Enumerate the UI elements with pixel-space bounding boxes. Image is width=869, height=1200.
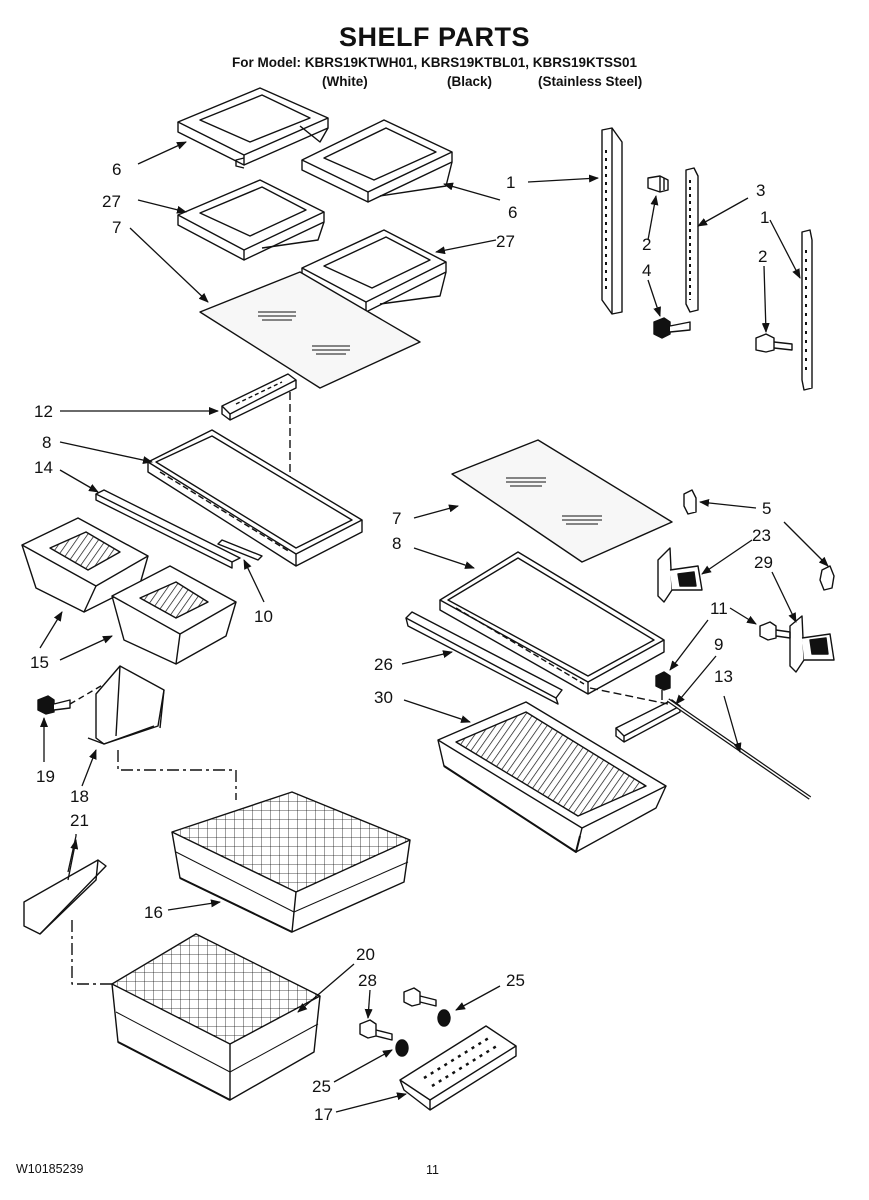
shelf-27-lower — [301, 229, 447, 313]
clip-5-lower — [819, 565, 835, 591]
screw-11-right — [759, 621, 791, 641]
callout-19: 19 — [36, 767, 55, 786]
trim-14 — [95, 489, 241, 569]
finish-stainless: (Stainless Steel) — [538, 74, 643, 89]
callout-28: 28 — [358, 971, 377, 990]
rail-1-upper — [601, 127, 623, 315]
callout-7: 7 — [112, 218, 121, 237]
page-number: 11 — [426, 1163, 439, 1177]
callout-29: 29 — [754, 553, 773, 572]
callout-6: 6 — [112, 160, 121, 179]
shelf-frame-8-right — [439, 551, 665, 695]
screw-19 — [37, 695, 71, 715]
callout-labels: 6 27 7 6 27 1 2 4 3 1 2 12 8 14 10 15 19… — [30, 160, 773, 1124]
screw-11-lower — [655, 671, 671, 700]
wire-basket-16 — [171, 791, 411, 933]
shelf-27-upper — [177, 179, 325, 261]
washer-25-upper — [437, 1009, 451, 1027]
callout-11: 11 — [710, 599, 728, 618]
callout-9: 9 — [714, 635, 723, 654]
callout-20: 20 — [356, 945, 375, 964]
screw-28-lower — [359, 1019, 393, 1041]
screw-28-upper — [403, 987, 437, 1007]
callout-2: 2 — [642, 235, 651, 254]
screw-2-right — [755, 333, 793, 353]
rail-1-right — [801, 229, 813, 391]
callout-12: 12 — [34, 402, 53, 421]
callout-5: 5 — [762, 499, 771, 518]
model-numbers: For Model: KBRS19KTWH01, KBRS19KTBL01, K… — [231, 55, 638, 70]
callout-25: 25 — [506, 971, 525, 990]
glass-panel-7-right — [451, 439, 673, 563]
finish-black: (Black) — [447, 74, 493, 89]
callout-18: 18 — [70, 787, 89, 806]
callout-30: 30 — [374, 688, 393, 707]
callout-1: 1 — [506, 173, 515, 192]
callout-1: 1 — [760, 208, 769, 227]
dash-guide-18 — [117, 750, 237, 800]
callout-8: 8 — [392, 534, 401, 553]
screw-2-upper — [647, 175, 669, 193]
callout-3: 3 — [756, 181, 765, 200]
support-29 — [789, 615, 835, 673]
tray-17 — [399, 1025, 517, 1111]
support-23 — [657, 547, 703, 603]
crisper-drawer-15-back — [21, 517, 149, 613]
callout-17: 17 — [314, 1105, 333, 1124]
callout-4: 4 — [642, 261, 651, 280]
screw-4 — [653, 317, 691, 339]
clip-5-upper — [683, 489, 697, 515]
callout-15: 15 — [30, 653, 49, 672]
finish-white: (White) — [322, 74, 368, 89]
bracket-9 — [615, 699, 681, 743]
divider-21 — [23, 859, 107, 935]
callout-23: 23 — [752, 526, 771, 545]
drawer-30 — [437, 701, 667, 853]
callout-10: 10 — [254, 607, 273, 626]
glass-panel-7-left — [199, 271, 421, 389]
callout-6: 6 — [508, 203, 517, 222]
callout-8: 8 — [42, 433, 51, 452]
dash-guide-9 — [589, 687, 669, 705]
callout-14: 14 — [34, 458, 53, 477]
callout-13: 13 — [714, 667, 733, 686]
shelf-frame-8-left — [147, 429, 363, 567]
callout-16: 16 — [144, 903, 163, 922]
dash-guide-21 — [71, 920, 112, 985]
callout-21: 21 — [70, 811, 89, 830]
leader-arrows — [39, 141, 829, 1113]
callout-26: 26 — [374, 655, 393, 674]
bracket-12 — [221, 373, 297, 421]
washer-25-lower — [395, 1039, 409, 1057]
shelf-6-upper — [177, 87, 329, 169]
trim-26 — [405, 611, 563, 705]
callout-25: 25 — [312, 1077, 331, 1096]
callout-27: 27 — [496, 232, 515, 251]
document-number: W10185239 — [16, 1162, 84, 1176]
bracket-18 — [87, 665, 165, 745]
callout-2: 2 — [758, 247, 767, 266]
callout-27: 27 — [102, 192, 121, 211]
shelf-6-right — [301, 119, 453, 203]
rail-3 — [685, 167, 699, 313]
clip-10 — [217, 539, 263, 561]
page-title: SHELF PARTS — [338, 22, 530, 52]
crisper-drawer-15-front — [111, 565, 237, 665]
wire-basket-20 — [111, 933, 321, 1101]
callout-7: 7 — [392, 509, 401, 528]
